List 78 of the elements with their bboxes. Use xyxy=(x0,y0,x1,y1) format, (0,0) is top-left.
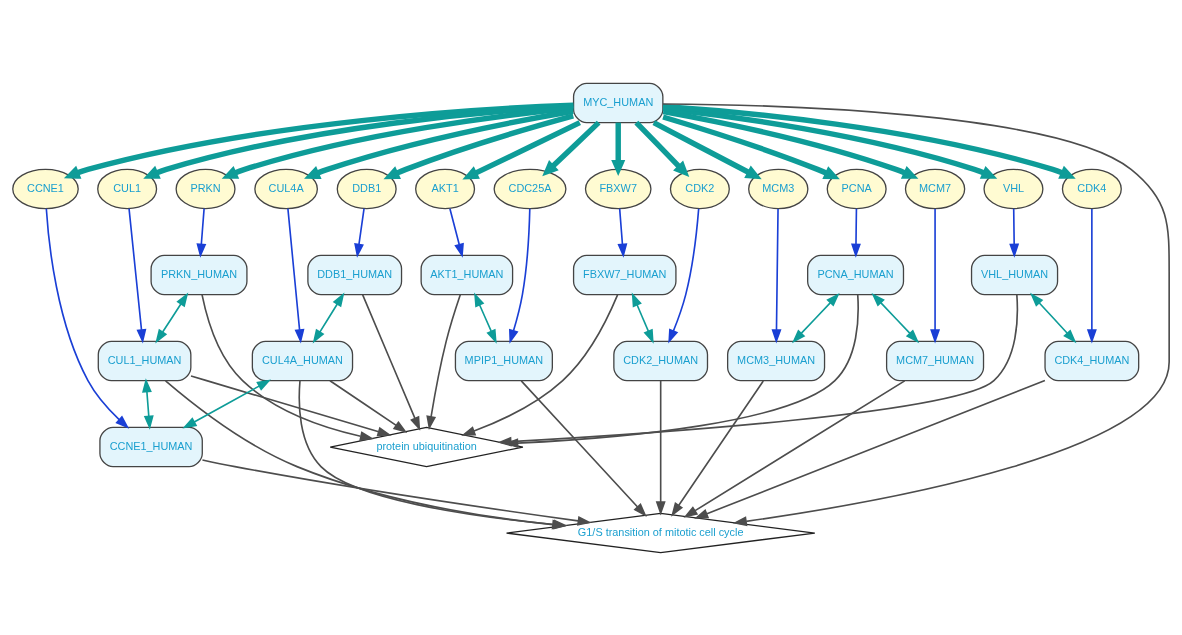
node-ellipse: FBXW7 xyxy=(584,168,652,209)
arrow xyxy=(771,207,782,343)
node-ellipse: DDB1 xyxy=(336,168,397,209)
arrow xyxy=(304,108,574,179)
node-box: VHL_HUMAN xyxy=(970,254,1059,295)
arrow xyxy=(871,292,920,343)
arrow xyxy=(611,122,626,176)
node-ellipse: CCNE1 xyxy=(12,168,79,209)
arrow xyxy=(1030,292,1077,343)
node-ellipse: CDC25A xyxy=(493,168,567,209)
arrow xyxy=(617,207,628,258)
arrow xyxy=(196,207,207,258)
arrow xyxy=(1009,207,1020,258)
arrow xyxy=(182,379,271,429)
arrow xyxy=(312,292,345,343)
node-box: AKT1_HUMAN xyxy=(420,254,514,295)
arrow xyxy=(201,458,592,526)
node-box: DDB1_HUMAN xyxy=(307,254,403,295)
node-ellipse: VHL xyxy=(983,168,1044,209)
arrow xyxy=(426,293,462,430)
node-ellipse: PRKN xyxy=(175,168,236,209)
node-box: CUL4A_HUMAN xyxy=(251,340,354,381)
arrow xyxy=(631,291,654,344)
arrow xyxy=(930,207,941,343)
arrow xyxy=(1086,207,1097,343)
arrow xyxy=(662,108,919,179)
arrow xyxy=(45,207,130,429)
node-ellipse: CDK2 xyxy=(669,168,730,209)
node-box: CUL1_HUMAN xyxy=(97,340,192,381)
arrow xyxy=(142,377,154,430)
arrow xyxy=(63,102,574,179)
arrow xyxy=(671,379,765,517)
node-ellipse: AKT1 xyxy=(415,168,476,209)
arrow xyxy=(287,207,305,343)
arrow xyxy=(201,293,375,441)
node-box: CDK2_HUMAN xyxy=(613,340,709,381)
node-ellipse: CUL4A xyxy=(254,168,318,209)
arrow xyxy=(461,293,619,436)
arrow xyxy=(462,119,581,179)
node-box: CCNE1_HUMAN xyxy=(99,426,203,467)
arrow xyxy=(655,379,666,515)
arrow xyxy=(354,207,365,258)
arrow xyxy=(652,119,762,179)
node-box: PRKN_HUMAN xyxy=(150,254,248,295)
node-box: MYC_HUMAN xyxy=(572,82,664,123)
arrow xyxy=(155,292,189,343)
arrow xyxy=(683,379,906,518)
node-box: PCNA_HUMAN xyxy=(807,254,905,295)
arrow xyxy=(634,120,690,177)
node-ellipse: MCM3 xyxy=(748,168,809,209)
arrow xyxy=(520,379,647,517)
node-ellipse: PCNA xyxy=(826,168,887,209)
node-box: FBXW7_HUMAN xyxy=(572,254,677,295)
arrow xyxy=(361,293,421,431)
node-ellipse: CUL1 xyxy=(97,168,158,209)
node-box: MCM7_HUMAN xyxy=(885,340,985,381)
arrow xyxy=(474,291,497,344)
arrow xyxy=(190,374,392,436)
arrow xyxy=(449,207,464,258)
arrow xyxy=(221,104,574,179)
arrow xyxy=(542,120,601,176)
node-box: MCM3_HUMAN xyxy=(727,340,826,381)
arrow xyxy=(662,103,1076,179)
arrow xyxy=(662,113,840,179)
arrow xyxy=(383,112,574,179)
node-box: CDK4_HUMAN xyxy=(1044,340,1140,381)
arrow xyxy=(143,102,574,179)
arrow xyxy=(851,207,861,258)
arrow xyxy=(509,207,531,344)
arrow xyxy=(694,379,1046,519)
node-box: MPIP1_HUMAN xyxy=(454,340,553,381)
arrow xyxy=(792,292,840,343)
arrow xyxy=(668,207,700,343)
arrow xyxy=(128,207,147,343)
arrow xyxy=(662,102,1170,526)
node-ellipse: MCM7 xyxy=(904,168,966,209)
arrow xyxy=(329,379,408,433)
node-ellipse: CDK4 xyxy=(1061,168,1122,209)
